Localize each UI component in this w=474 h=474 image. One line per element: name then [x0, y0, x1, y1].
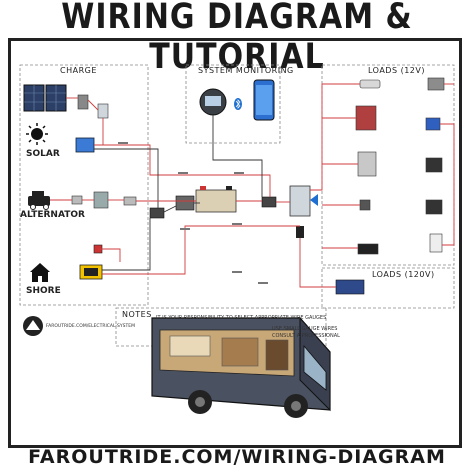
charge-section-label: CHARGE: [60, 66, 97, 75]
wire-labels: [118, 142, 268, 284]
mc4-connectors: [77, 94, 89, 110]
notes-label: NOTES: [122, 310, 152, 319]
diagram-frame: [8, 38, 462, 448]
solar-breaker: [97, 103, 109, 119]
inverter-switch: [296, 226, 304, 238]
bluetooth-icon: [234, 98, 242, 110]
charge-controller: [75, 137, 95, 153]
system-monitoring-box: [185, 64, 281, 144]
footer-url[interactable]: FAROUTRIDE.COM/WIRING-DIAGRAM: [28, 446, 446, 468]
charger-breaker: [123, 196, 137, 206]
brand-logo: [23, 316, 43, 336]
notes-line-1: IT IS YOUR RESPONSIBILITY TO SELECT APPR…: [156, 315, 327, 321]
dc-dc-charger: [93, 191, 109, 209]
alternator-label: ALTERNATOR: [20, 210, 85, 220]
sun-icon: [26, 123, 48, 145]
house-icon: [30, 263, 50, 282]
charge-section-box: [19, 64, 149, 306]
battery-shunt: [175, 195, 195, 211]
positive-busbar: [261, 196, 277, 208]
solar-label: SOLAR: [26, 149, 60, 159]
van-illustration: [151, 316, 331, 418]
loads-120v-label: LOADS (120V): [372, 270, 435, 279]
notes-line-2: USE SMALL GAUGE WIRES: [272, 326, 338, 332]
flow-arrow-icon: [310, 194, 318, 206]
solar-panel-icon: [23, 84, 67, 112]
battery-icon: [195, 186, 237, 213]
page-title: WIRING DIAGRAM & TUTORIAL: [61, 0, 413, 78]
system-monitoring-label: SYSTEM MONITORING: [198, 66, 294, 75]
phone-icon: [253, 79, 275, 121]
fuse-block: [289, 185, 311, 217]
inverter: [335, 279, 365, 295]
shore-label: SHORE: [26, 286, 61, 296]
battery-charger: [79, 264, 103, 280]
loads-120v-box: [321, 267, 455, 309]
loads-12v-label: LOADS (12V): [368, 66, 425, 75]
loads-12v-devices: [355, 77, 445, 255]
negative-busbar: [149, 207, 165, 219]
monitor-icon: [199, 88, 227, 116]
brand-site-label: FAROUTRIDE.COM/ELECTRICAL-SYSTEM: [46, 324, 135, 329]
alternator-fuse: [71, 195, 83, 205]
notes-line-3: CONSULT A PROFESSIONAL: [272, 333, 340, 339]
alternator-icon: [28, 191, 50, 210]
